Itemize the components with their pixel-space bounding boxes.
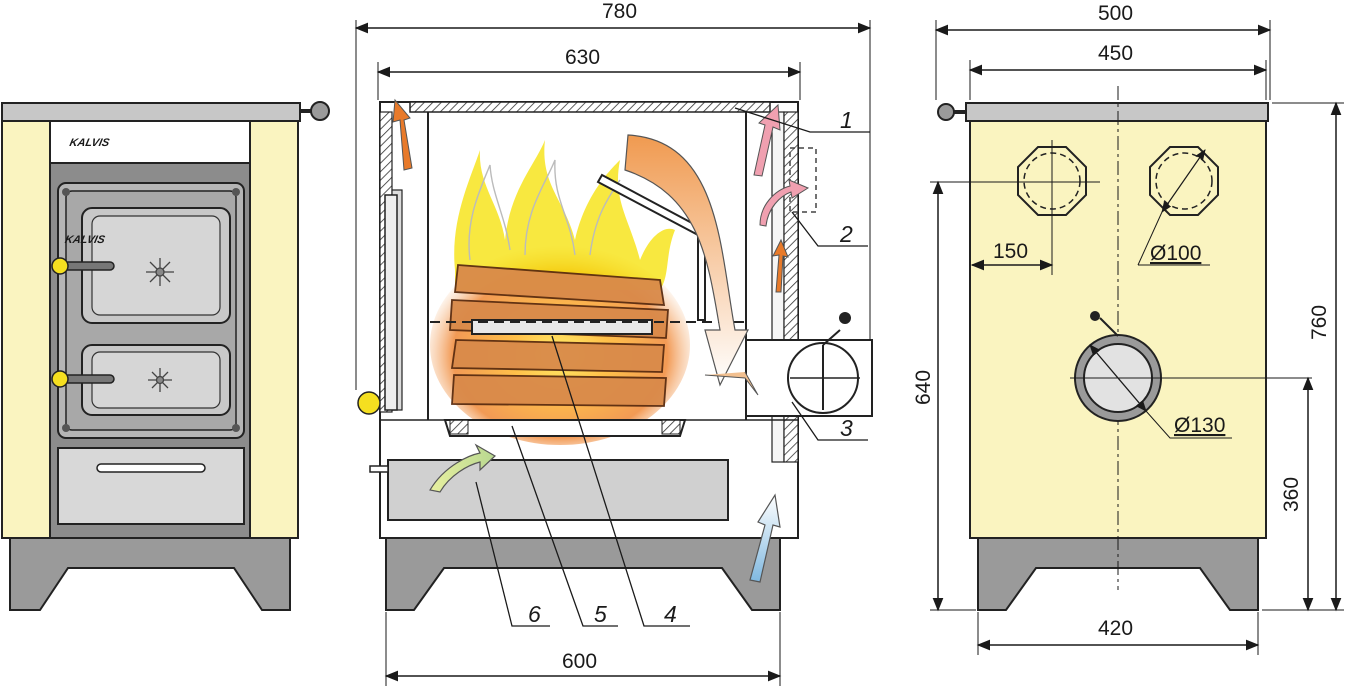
section-ash-pan [387,459,729,521]
front-view: KALVIS KALVIS [1,101,330,611]
side-stand [977,537,1259,611]
section-ash-air-arrow [429,443,497,493]
front-brand-logo: KALVIS [68,137,111,149]
callout-3: 3 [840,415,853,441]
front-stand [9,537,291,611]
dim-small-outlet: Ø100 [1150,242,1201,265]
callout-4: 4 [664,601,677,627]
side-top-plate [965,102,1269,122]
front-lower-ornament [148,368,172,392]
section-door-knob [357,391,381,415]
dim-side-flue-height: 360 [1280,477,1303,512]
callout-2: 2 [839,221,853,247]
dim-side-bottom: 420 [1098,617,1133,640]
dim-flue-diameter: Ø130 [1174,414,1225,437]
section-view: 780 630 600 1 2 3 4 5 6 [354,0,873,686]
section-top-plate [409,101,771,113]
section-back-hot-air-arrow [753,103,781,177]
section-grate [471,319,653,335]
dim-side-top: 500 [1098,2,1133,25]
svg-text:KALVIS: KALVIS [64,234,107,246]
callout-6: 6 [528,601,541,627]
side-left-outlet [1017,146,1087,216]
front-side-panel-left [1,120,51,539]
front-side-panel-right [249,120,299,539]
front-upper-handle-knob [51,257,69,275]
front-ash-drawer [57,447,245,525]
dim-side-offset: 150 [993,240,1028,263]
callout-5: 5 [594,601,607,627]
dim-middle-inner: 630 [565,46,600,69]
dim-side-height: 760 [1308,305,1331,340]
front-upper-ornament [146,258,174,286]
dim-side-outlet-height: 640 [912,370,935,405]
dim-middle-top: 780 [602,0,637,23]
callout-1: 1 [840,107,853,133]
front-top-plate [1,102,301,122]
front-lower-handle-knob [51,370,69,388]
front-handle-knob [310,101,330,121]
section-front-hot-air-arrow [392,98,413,171]
dim-middle-bottom: 600 [562,650,597,673]
side-view: Ø100 150 Ø130 500 450 420 760 360 [912,2,1344,655]
dim-side-inner: 450 [1098,42,1133,65]
section-cold-air-arrow [749,493,781,583]
side-handle-knob [937,103,955,121]
section-flue-gas-arrow [624,134,749,387]
section-stand [385,537,781,611]
